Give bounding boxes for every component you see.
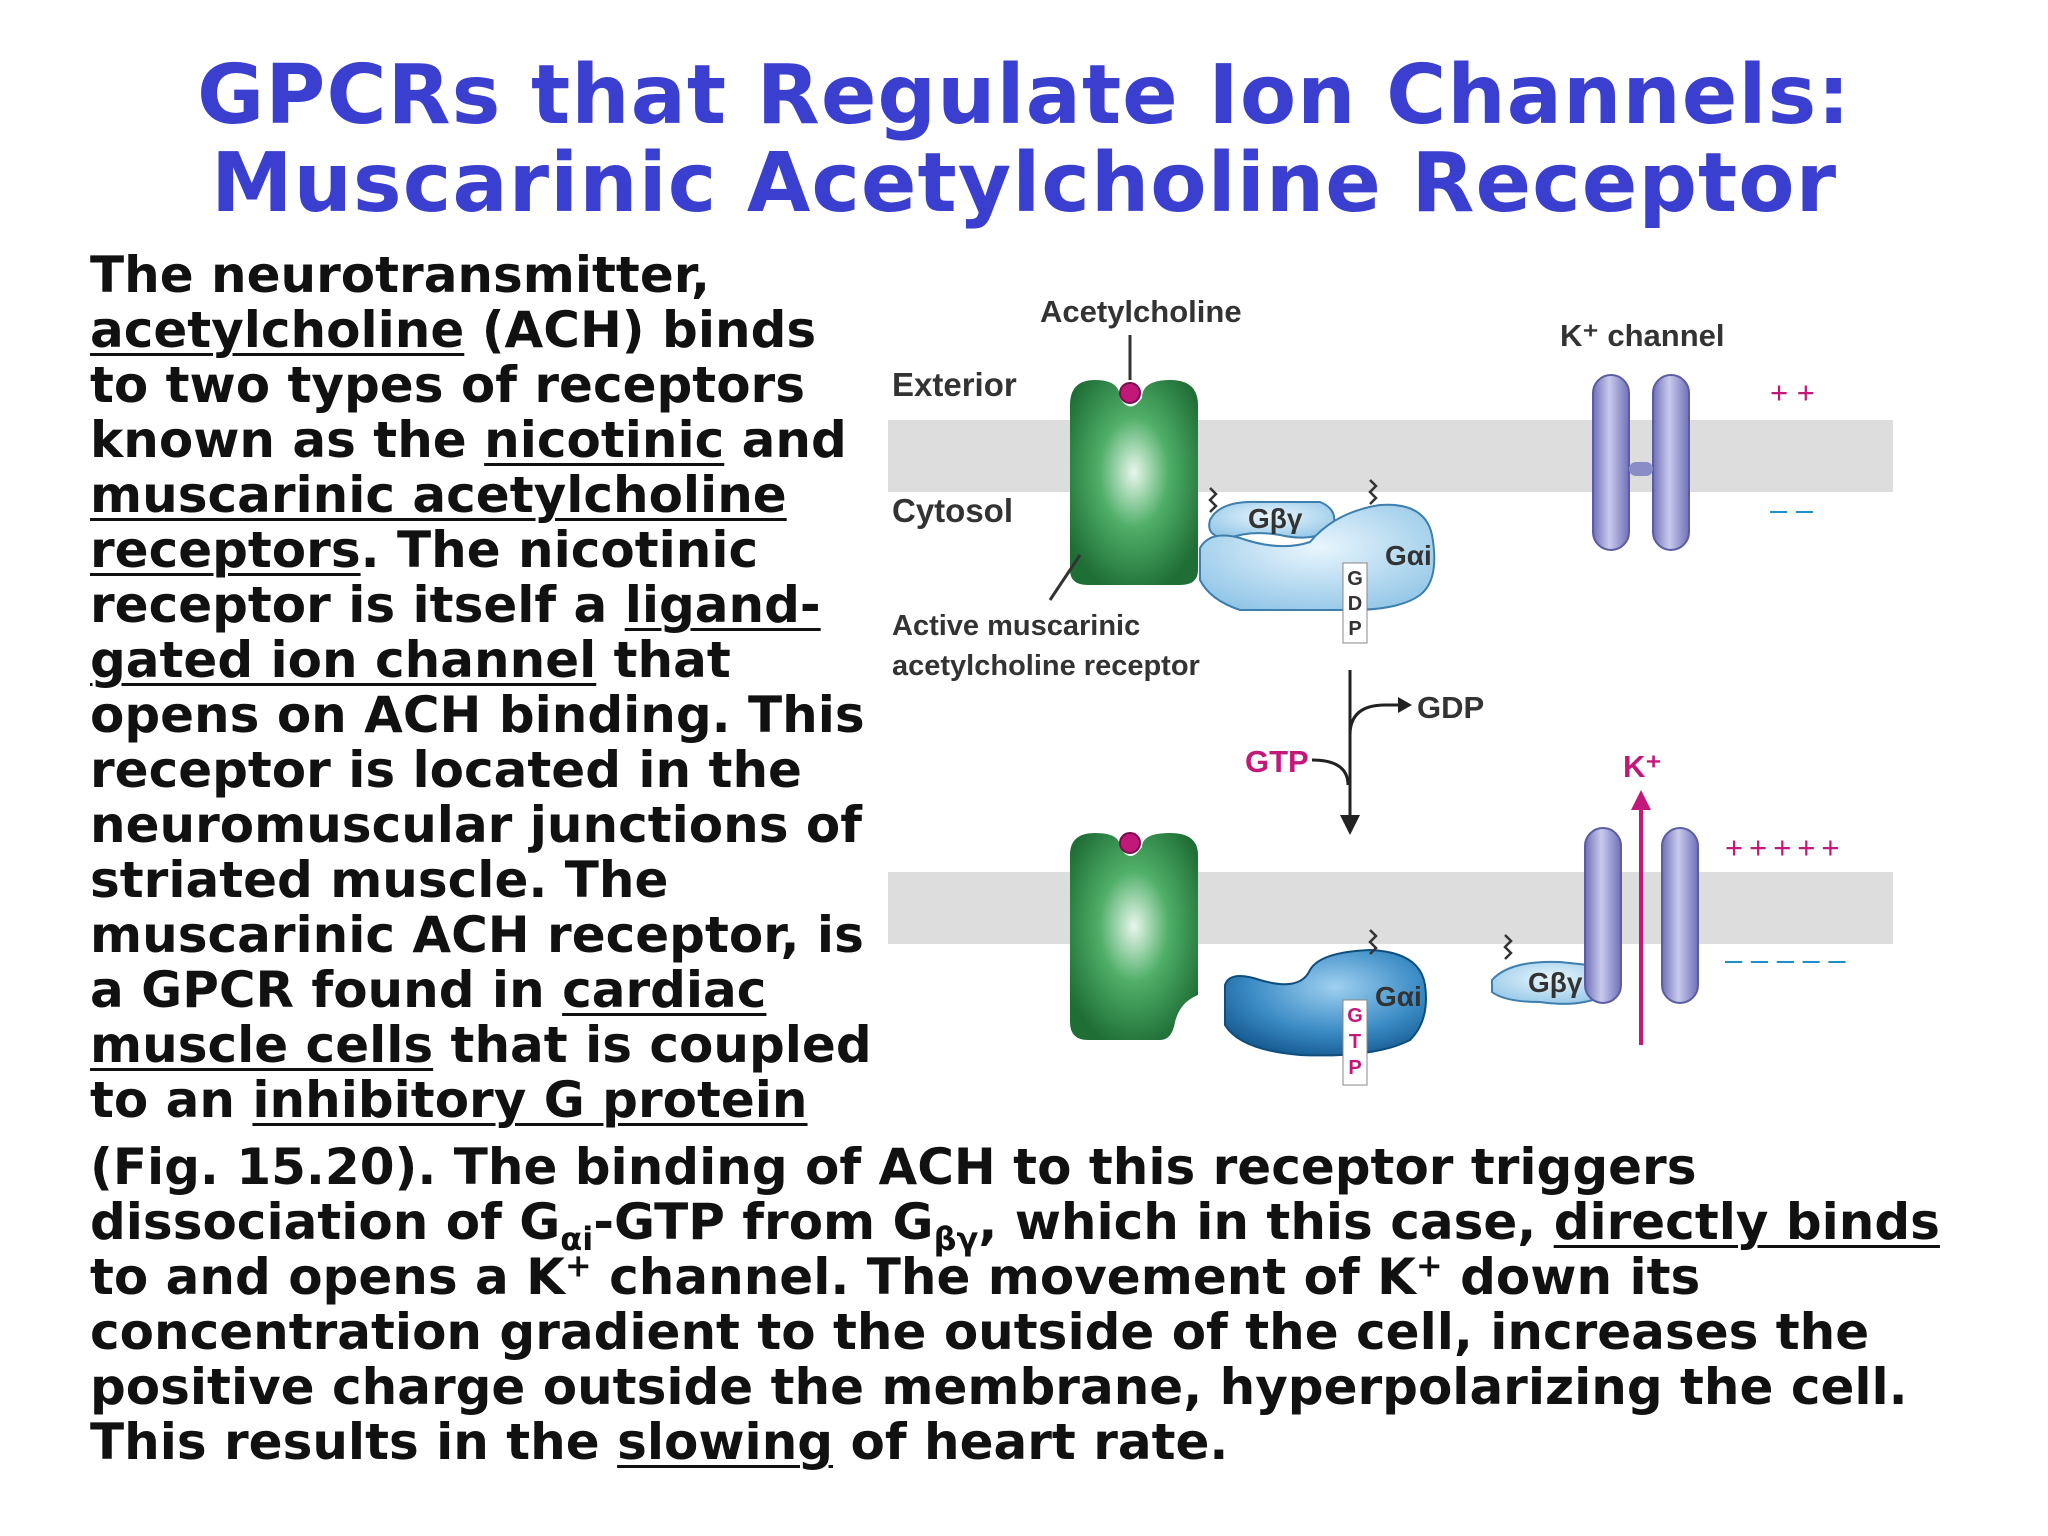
receptor-top xyxy=(1070,380,1198,585)
receptor-bottom xyxy=(1070,833,1198,1040)
acetylcholine-ligand-top xyxy=(1119,382,1141,404)
lipid-anchor xyxy=(1368,929,1378,955)
receptor-pointer xyxy=(1048,554,1082,601)
k-channel-bottom-right xyxy=(1661,827,1699,1004)
superscript: + xyxy=(1415,1246,1443,1285)
gtp-letter: G xyxy=(1347,1005,1363,1027)
k-channel-top-right xyxy=(1652,374,1690,551)
k-channel-top-left xyxy=(1592,374,1630,551)
acetylcholine-label: Acetylcholine xyxy=(1040,294,1242,329)
gdp-stack: G D P xyxy=(1347,568,1363,640)
underlined-term: ligand-gated ion channel xyxy=(90,576,821,689)
underlined-term: inhibitory G protein xyxy=(252,1071,808,1129)
text-span: to and opens a K xyxy=(90,1248,565,1306)
g-beta-gamma-label-bottom: Gβγ xyxy=(1528,967,1583,998)
text-span: and xyxy=(724,411,847,469)
gdp-label: GDP xyxy=(1417,690,1484,725)
gtp-letter: T xyxy=(1349,1031,1361,1053)
g-beta-gamma-label-top: Gβγ xyxy=(1248,503,1303,534)
membrane-top xyxy=(888,420,1893,492)
g-alpha-label-bottom: Gαi xyxy=(1375,981,1422,1012)
g-alpha-label-top: Gαi xyxy=(1385,540,1432,571)
cytosol-label: Cytosol xyxy=(892,492,1013,529)
text-span: The neurotransmitter, xyxy=(90,246,711,304)
gtp-stack: G T P xyxy=(1347,1005,1363,1079)
exterior-label: Exterior xyxy=(892,366,1017,403)
title-line-1: GPCRs that Regulate Ion Channels: xyxy=(196,48,1852,143)
text-span: down its concentration gradient to the o… xyxy=(90,1248,1908,1471)
lipid-anchor xyxy=(1503,934,1513,960)
text-span: (Fig. 15.20). The binding of ACH to this… xyxy=(90,1138,1697,1251)
acetylcholine-ligand-bottom xyxy=(1119,832,1141,854)
text-span: that is coupled to an xyxy=(90,1016,872,1129)
lipid-anchor xyxy=(1208,487,1218,513)
active-receptor-label-2: acetylcholine receptor xyxy=(892,650,1200,682)
title-line-2: Muscarinic Acetylcholine Receptor xyxy=(210,136,1838,231)
text-span: that opens on ACH binding. This receptor… xyxy=(90,631,865,1019)
bottom-paragraph: (Fig. 15.20). The binding of ACH to this… xyxy=(90,1140,2010,1470)
gtp-label: GTP xyxy=(1245,744,1309,779)
underlined-term: acetylcholine xyxy=(90,301,465,359)
text-span: channel. The movement of K xyxy=(591,1248,1416,1306)
k-channel-gate xyxy=(1629,462,1653,476)
gdp-box xyxy=(1342,562,1368,644)
charge-minus-bottom: – – – – – xyxy=(1725,942,1846,977)
gtp-letter: P xyxy=(1348,1057,1361,1079)
underlined-term: cardiac muscle cells xyxy=(90,961,767,1074)
underlined-term: directly binds xyxy=(1553,1193,1940,1251)
slide-title: GPCRs that Regulate Ion Channels: Muscar… xyxy=(0,52,2048,228)
superscript: + xyxy=(564,1246,592,1285)
k-plus-label: K⁺ xyxy=(1623,749,1662,784)
k-channel-label: K⁺ channel xyxy=(1560,318,1725,353)
k-channel-bottom-left xyxy=(1584,827,1622,1004)
left-paragraph: The neurotransmitter, acetylcholine (ACH… xyxy=(90,248,880,1128)
charge-minus-top: – – xyxy=(1770,492,1814,527)
lipid-anchor xyxy=(1368,479,1378,505)
gdp-letter: P xyxy=(1348,618,1361,640)
text-span: . The nicotinic receptor is itself a xyxy=(90,521,759,634)
charge-plus-bottom: +++++ xyxy=(1725,830,1846,865)
text-span: , which in this case, xyxy=(978,1193,1554,1251)
underlined-term: nicotinic xyxy=(484,411,725,469)
text-span: (ACH) binds to two types of receptors kn… xyxy=(90,301,817,469)
gtp-box xyxy=(1342,999,1368,1086)
g-alpha-bottom xyxy=(1224,948,1427,1057)
gdp-letter: D xyxy=(1348,593,1362,615)
text-span: -GTP from G xyxy=(593,1193,934,1251)
underlined-term: slowing xyxy=(617,1413,834,1471)
text-span: of heart rate. xyxy=(833,1413,1229,1471)
transition-arrow xyxy=(1311,670,1412,835)
membrane-bottom xyxy=(888,872,1893,944)
charge-plus-top: + + xyxy=(1770,375,1815,410)
underlined-term: muscarinic acetylcholine receptors xyxy=(90,466,787,579)
gdp-letter: G xyxy=(1347,568,1363,590)
active-receptor-label-1: Active muscarinic xyxy=(892,610,1140,642)
gpcr-diagram: Acetylcholine Exterior Cytosol K⁺ channe… xyxy=(888,294,1893,1086)
k-ion-arrow xyxy=(1631,790,1651,1045)
